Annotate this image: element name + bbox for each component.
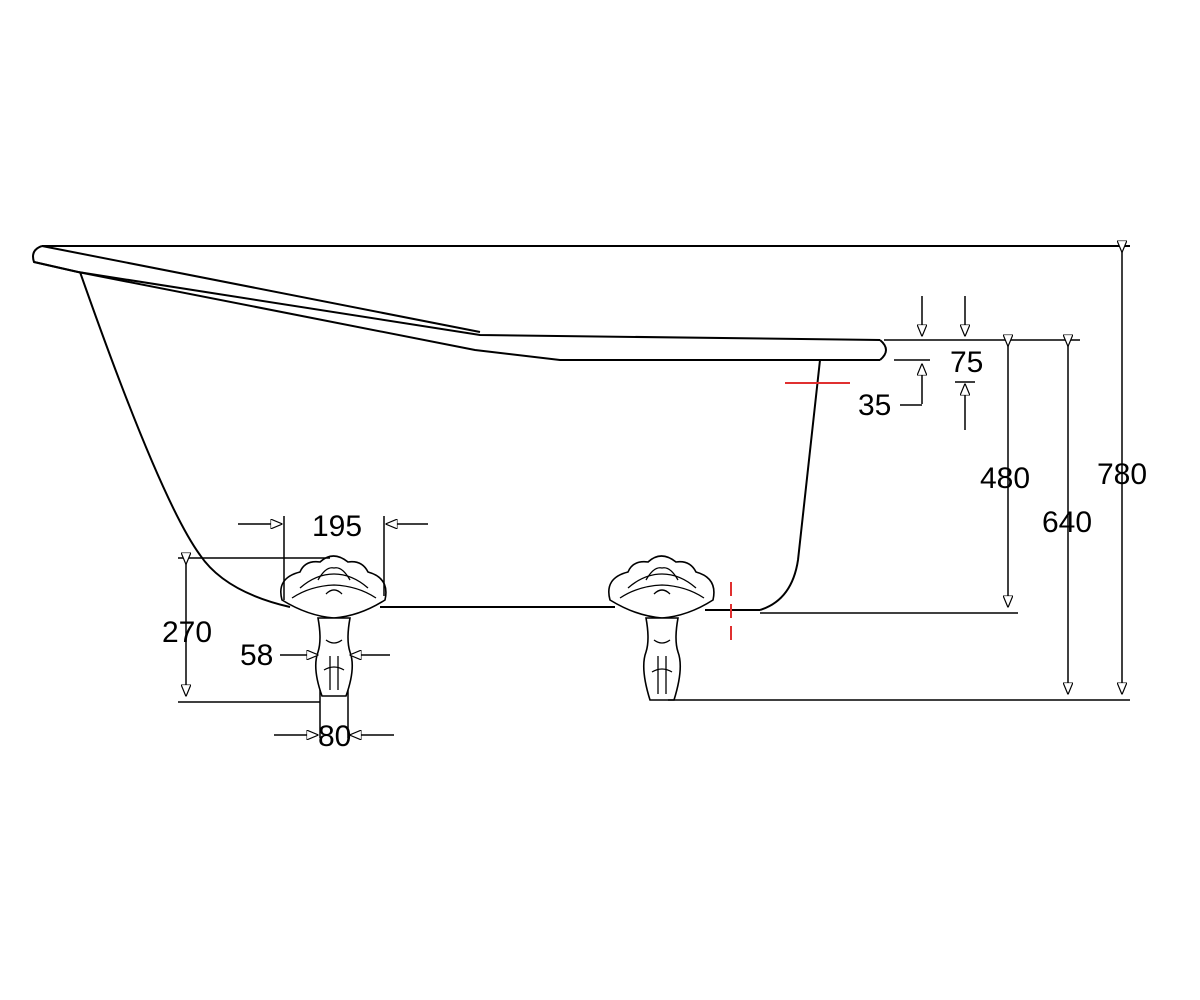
claw-foot-right <box>608 555 715 701</box>
label-foot-neck-width: 58 <box>240 639 273 672</box>
extension-lines <box>178 339 1130 738</box>
dimension-rim-width <box>922 296 975 430</box>
label-base-height: 480 <box>980 462 1030 495</box>
dimension-overflow-offset <box>894 359 930 406</box>
claw-foot-left <box>280 555 387 697</box>
bathtub-outline <box>32 245 1130 611</box>
label-rim-height: 640 <box>1042 506 1092 539</box>
label-foot-spacing: 195 <box>312 510 362 543</box>
label-overall-height: 780 <box>1097 458 1147 491</box>
label-rim-width: 75 <box>950 346 983 379</box>
label-foot-height: 270 <box>162 616 212 649</box>
label-foot-base-width: 80 <box>318 720 351 753</box>
label-overflow-offset: 35 <box>858 389 891 422</box>
